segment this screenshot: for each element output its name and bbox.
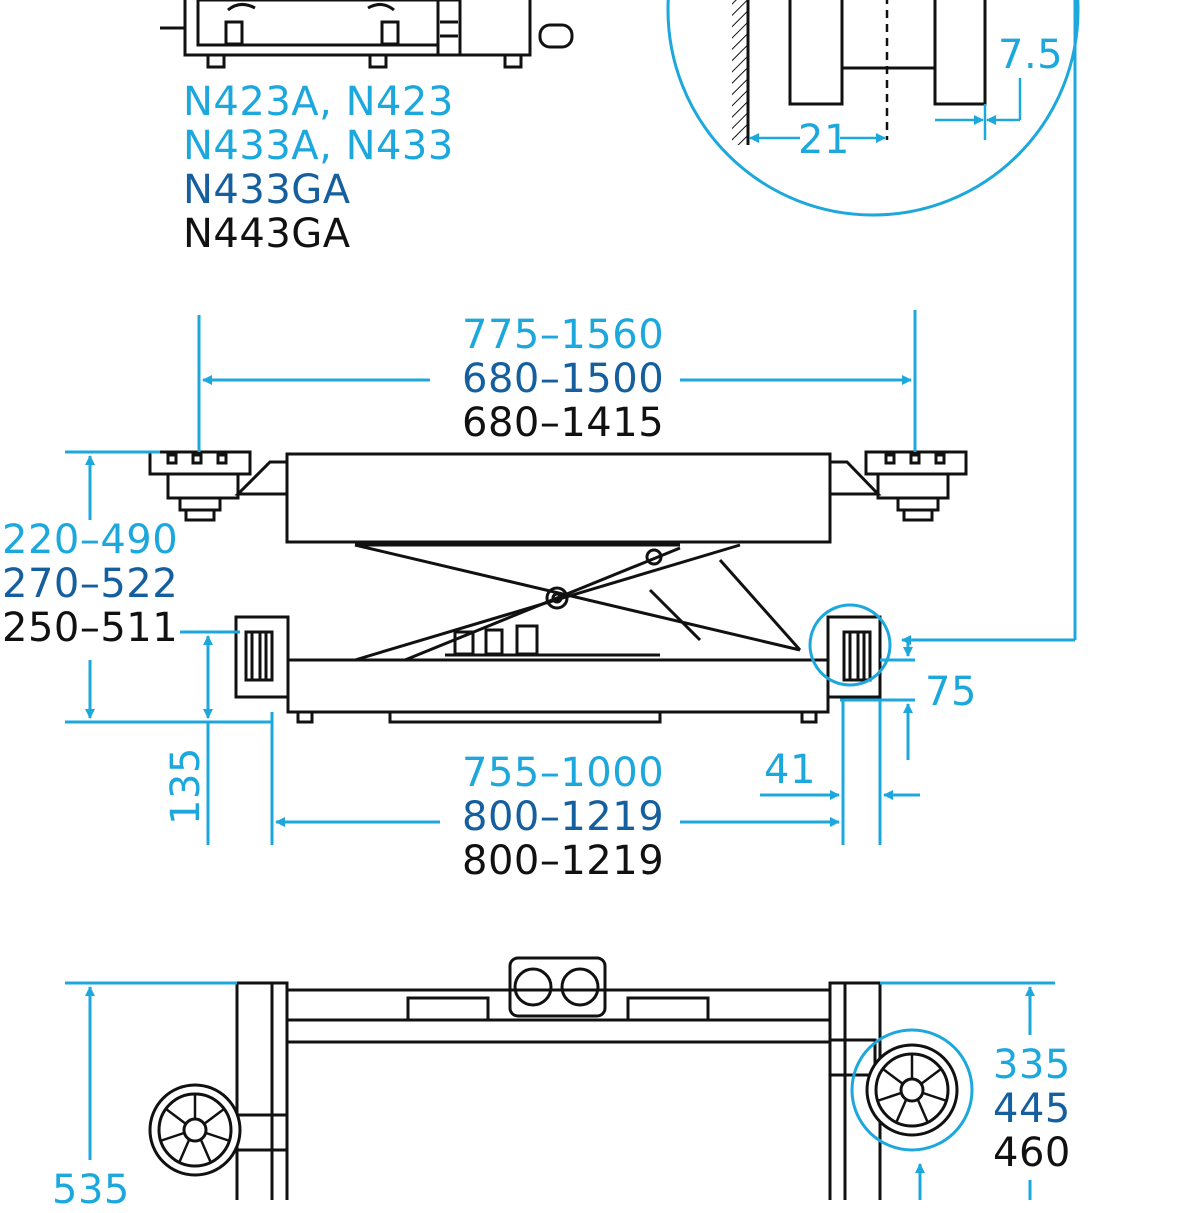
- detail-offset-label: 21: [798, 117, 850, 163]
- model-line-4: N443GA: [183, 211, 351, 257]
- height-dark: 270–522: [2, 561, 179, 607]
- height-black: 250–511: [2, 605, 179, 651]
- bottom-width-light: 755–1000: [462, 750, 665, 796]
- base-height-label: 135: [163, 747, 209, 825]
- lower-view: [148, 956, 959, 1200]
- side-view: [148, 450, 968, 724]
- roller-width-label: 41: [764, 747, 816, 793]
- wheel-detail-circle: [850, 1028, 974, 1152]
- depth-black: 460: [993, 1130, 1071, 1176]
- total-depth-label: 535: [52, 1167, 130, 1213]
- model-line-3: N433GA: [183, 167, 351, 213]
- top-width-light: 775–1560: [462, 312, 665, 358]
- side-dimensions: [65, 310, 920, 845]
- detail-leader: [901, 0, 1077, 645]
- detail-gap-label: 7.5: [998, 32, 1064, 78]
- top-width-dark: 680–1500: [462, 356, 665, 402]
- top-width-black: 680–1415: [462, 400, 665, 446]
- depth-light: 335: [993, 1042, 1071, 1088]
- bottom-width-black: 800–1219: [462, 838, 665, 884]
- model-line-1: N423A, N423: [183, 79, 454, 125]
- depth-dark: 445: [993, 1086, 1071, 1132]
- detail-circle: [666, 0, 1080, 217]
- bottom-width-dark: 800–1219: [462, 794, 665, 840]
- roller-detail-circle: [808, 603, 892, 687]
- height-light: 220–490: [2, 517, 179, 563]
- roller-height-label: 75: [925, 669, 977, 715]
- lower-dimensions: [65, 981, 1055, 1200]
- model-line-2: N433A, N433: [183, 123, 454, 169]
- top-device: [160, 0, 574, 69]
